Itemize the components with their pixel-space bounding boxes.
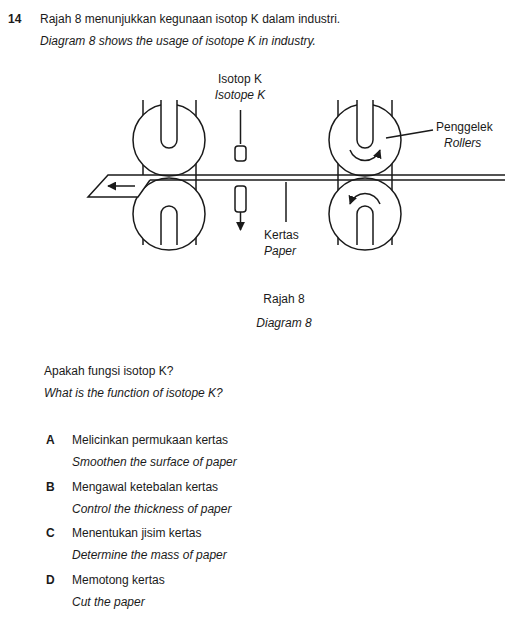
option-text-translation: Determine the mass of paper [72,548,227,562]
question-text-translation: What is the function of isotope K? [44,386,223,400]
option-text-translation: Control the thickness of paper [72,502,231,516]
part-label: Penggelek [436,120,493,134]
figure-caption: Rajah 8 [263,292,304,306]
option-letter: D [46,573,55,587]
option-text: Menentukan jisim kertas [72,526,201,540]
option-letter: C [46,526,55,540]
part-label: Kertas [264,228,299,242]
figure-caption-translation: Diagram 8 [256,316,311,330]
option-letter: A [46,433,55,447]
question-stem: Rajah 8 menunjukkan kegunaan isotop K da… [40,12,340,26]
option-letter: B [46,480,55,494]
option-text-translation: Cut the paper [72,595,145,609]
part-label-translation: Rollers [444,136,481,150]
part-label: Isotop K [218,72,262,86]
question-number: 14 [8,12,21,26]
option-text: Mengawal ketebalan kertas [72,480,218,494]
option-text: Memotong kertas [72,573,165,587]
part-label-translation: Isotope K [215,88,266,102]
option-text: Melicinkan permukaan kertas [72,433,228,447]
question-text: Apakah fungsi isotop K? [44,364,173,378]
part-label-translation: Paper [264,244,296,258]
option-text-translation: Smoothen the surface of paper [72,455,237,469]
question-stem-translation: Diagram 8 shows the usage of isotope K i… [40,34,316,48]
